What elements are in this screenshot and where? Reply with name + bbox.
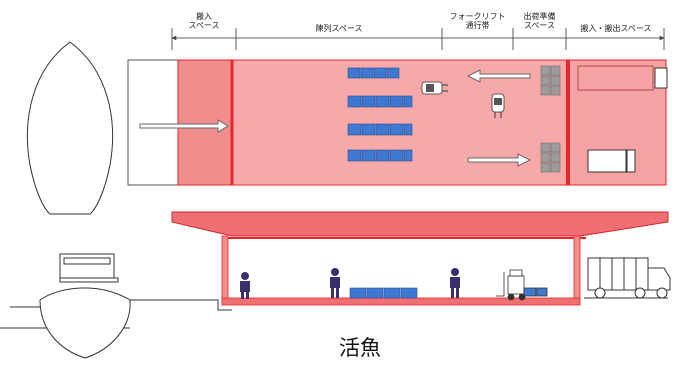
pallet <box>386 67 400 79</box>
worker-2 <box>330 268 340 298</box>
zone-label-line: 搬入・搬出スペース <box>580 24 652 33</box>
crates-lower <box>540 142 561 173</box>
pallet <box>347 95 362 108</box>
zone-label-line: フォークリフト <box>449 12 506 21</box>
pallet <box>361 95 376 108</box>
zone-label-line: スペース <box>523 21 556 30</box>
pallet <box>361 123 376 136</box>
pallet <box>347 67 361 79</box>
forklift-top-2 <box>491 93 505 118</box>
forklift-top-1 <box>421 81 448 95</box>
zone-label-line: 通行帯 <box>465 21 490 30</box>
pallet <box>403 123 413 136</box>
flow-arrows <box>139 69 532 167</box>
dimension-line <box>171 28 665 50</box>
crates-upper <box>540 65 561 96</box>
pallet-rows <box>347 67 413 162</box>
pallet <box>389 95 404 108</box>
ship-top-view <box>27 41 113 215</box>
pallet <box>347 123 362 136</box>
arrow-forklift-lower <box>467 153 532 167</box>
pallet <box>375 95 390 108</box>
zone-label-shipping-prep: 出荷準備 スペース <box>513 12 566 30</box>
pallet <box>403 95 413 108</box>
pallet <box>403 149 413 162</box>
truck-side <box>587 257 671 299</box>
zone-label-display: 陳列スペース <box>236 24 442 33</box>
floor-slab <box>221 297 581 306</box>
worker-1 <box>240 272 250 299</box>
zone-label-carry-in: 搬入 スペース <box>172 12 236 30</box>
zone-label-line: スペース <box>188 21 220 30</box>
zone-label-line: 出荷準備 <box>523 12 556 21</box>
diagram-caption: 活魚 <box>339 336 381 360</box>
arrow-forklift-upper <box>466 69 531 83</box>
floor-pallets <box>349 287 418 299</box>
pallet <box>375 123 390 136</box>
pallet <box>347 149 362 162</box>
zone-label-loading: 搬入・搬出スペース <box>566 24 666 33</box>
truck-top-1 <box>577 65 668 91</box>
roof-section <box>171 211 669 237</box>
pallet <box>373 67 387 79</box>
carry-in-band <box>177 59 234 186</box>
pallet <box>389 149 404 162</box>
plan-left-area <box>127 59 179 186</box>
worker-3 <box>450 268 460 298</box>
ship-side-view <box>39 253 131 359</box>
pallet <box>360 67 374 79</box>
arrow-carry-in <box>139 119 229 133</box>
pallet <box>361 149 376 162</box>
zone-label-line: 陳列スペース <box>315 24 363 33</box>
zone-label-forklift: フォークリフト 通行帯 <box>438 12 517 30</box>
truck-top-2 <box>587 149 636 173</box>
plan-display-area <box>177 59 569 186</box>
pallet <box>375 149 390 162</box>
zone-label-line: 搬入 <box>196 12 212 21</box>
pallet <box>389 123 404 136</box>
forklift-side <box>496 269 548 301</box>
